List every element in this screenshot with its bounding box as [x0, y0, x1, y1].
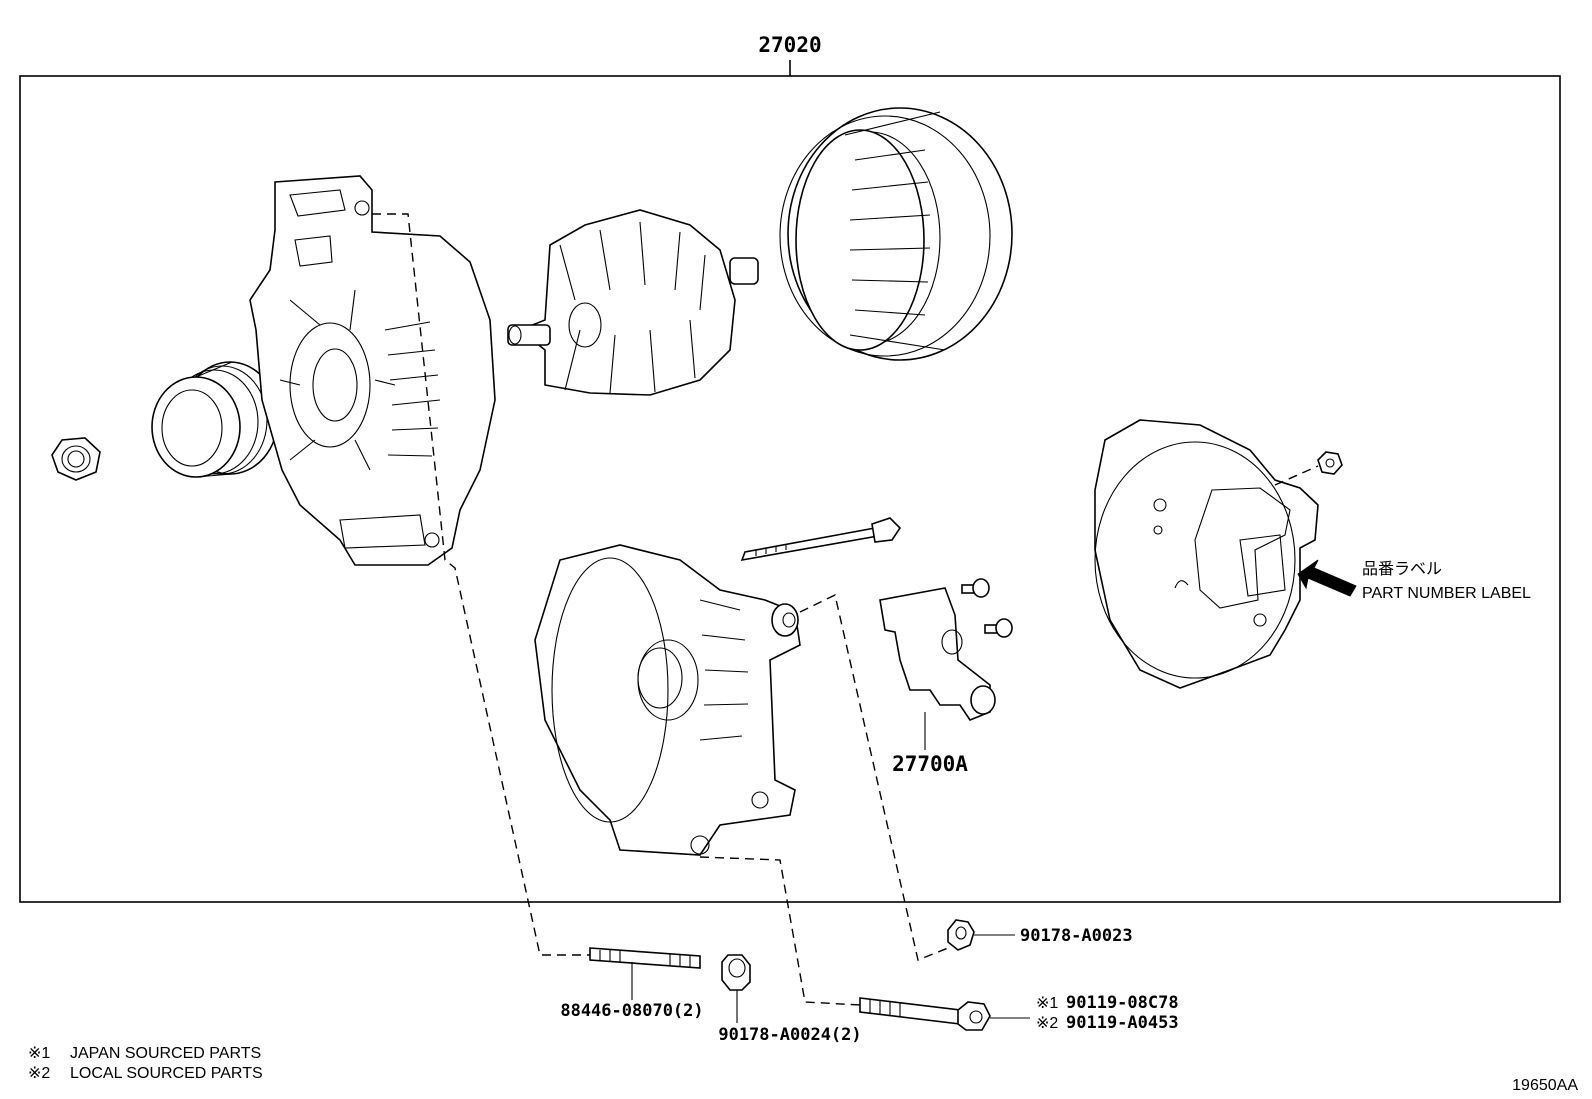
- stud-dash-line: [372, 213, 590, 956]
- stator[interactable]: [779, 107, 1013, 361]
- terminal-stud: [771, 603, 799, 637]
- voltage-regulator[interactable]: [879, 587, 996, 721]
- part-number-label-jp: 品番ラベル: [1362, 560, 1442, 578]
- terminal-dash-line: [799, 593, 949, 961]
- stud-nut-part-number[interactable]: 90178-A0024(2): [718, 1025, 861, 1045]
- regulator-screw-1[interactable]: [961, 578, 990, 598]
- label-arrow-icon: [1297, 559, 1357, 597]
- note-1-mark: ※1: [28, 1045, 50, 1062]
- cover-nut[interactable]: [1317, 451, 1343, 475]
- assembly-frame: [19, 75, 1561, 903]
- bolt-dash-line: [699, 856, 861, 1006]
- through-stud[interactable]: [589, 947, 701, 969]
- terminal-nut-part-number[interactable]: 90178-A0023: [1020, 926, 1133, 946]
- part-number-label-en: PART NUMBER LABEL: [1362, 585, 1531, 602]
- rear-cover[interactable]: [1094, 419, 1319, 689]
- stud-nut[interactable]: [721, 954, 751, 991]
- rectifier-end-frame[interactable]: [534, 544, 801, 856]
- regulator-part-number[interactable]: 27700A: [892, 752, 968, 776]
- note-1-text: JAPAN SOURCED PARTS: [70, 1045, 261, 1062]
- mounting-bolt[interactable]: [859, 997, 991, 1031]
- cover-nut-dash: [1274, 465, 1319, 486]
- regulator-screw-2[interactable]: [984, 618, 1013, 638]
- bolt-japan-part-number[interactable]: 90119-08C78: [1066, 993, 1179, 1013]
- through-bolt[interactable]: [740, 517, 902, 562]
- assembly-part-number[interactable]: 27020: [758, 33, 821, 57]
- bolt-local-part-number[interactable]: 90119-A0453: [1066, 1013, 1179, 1033]
- bolt-local-mark: ※2: [1036, 1015, 1058, 1032]
- bolt-japan-mark: ※1: [1036, 995, 1058, 1012]
- note-2-mark: ※2: [28, 1065, 50, 1082]
- illustration-code: 19650AA: [1512, 1077, 1578, 1094]
- note-2-text: LOCAL SOURCED PARTS: [70, 1065, 263, 1082]
- pulley[interactable]: [151, 361, 279, 478]
- drive-end-frame[interactable]: [249, 175, 496, 566]
- terminal-nut[interactable]: [947, 919, 975, 951]
- through-stud-part-number[interactable]: 88446-08070(2): [560, 1001, 703, 1021]
- rotor[interactable]: [507, 209, 759, 396]
- pulley-nut[interactable]: [51, 437, 101, 481]
